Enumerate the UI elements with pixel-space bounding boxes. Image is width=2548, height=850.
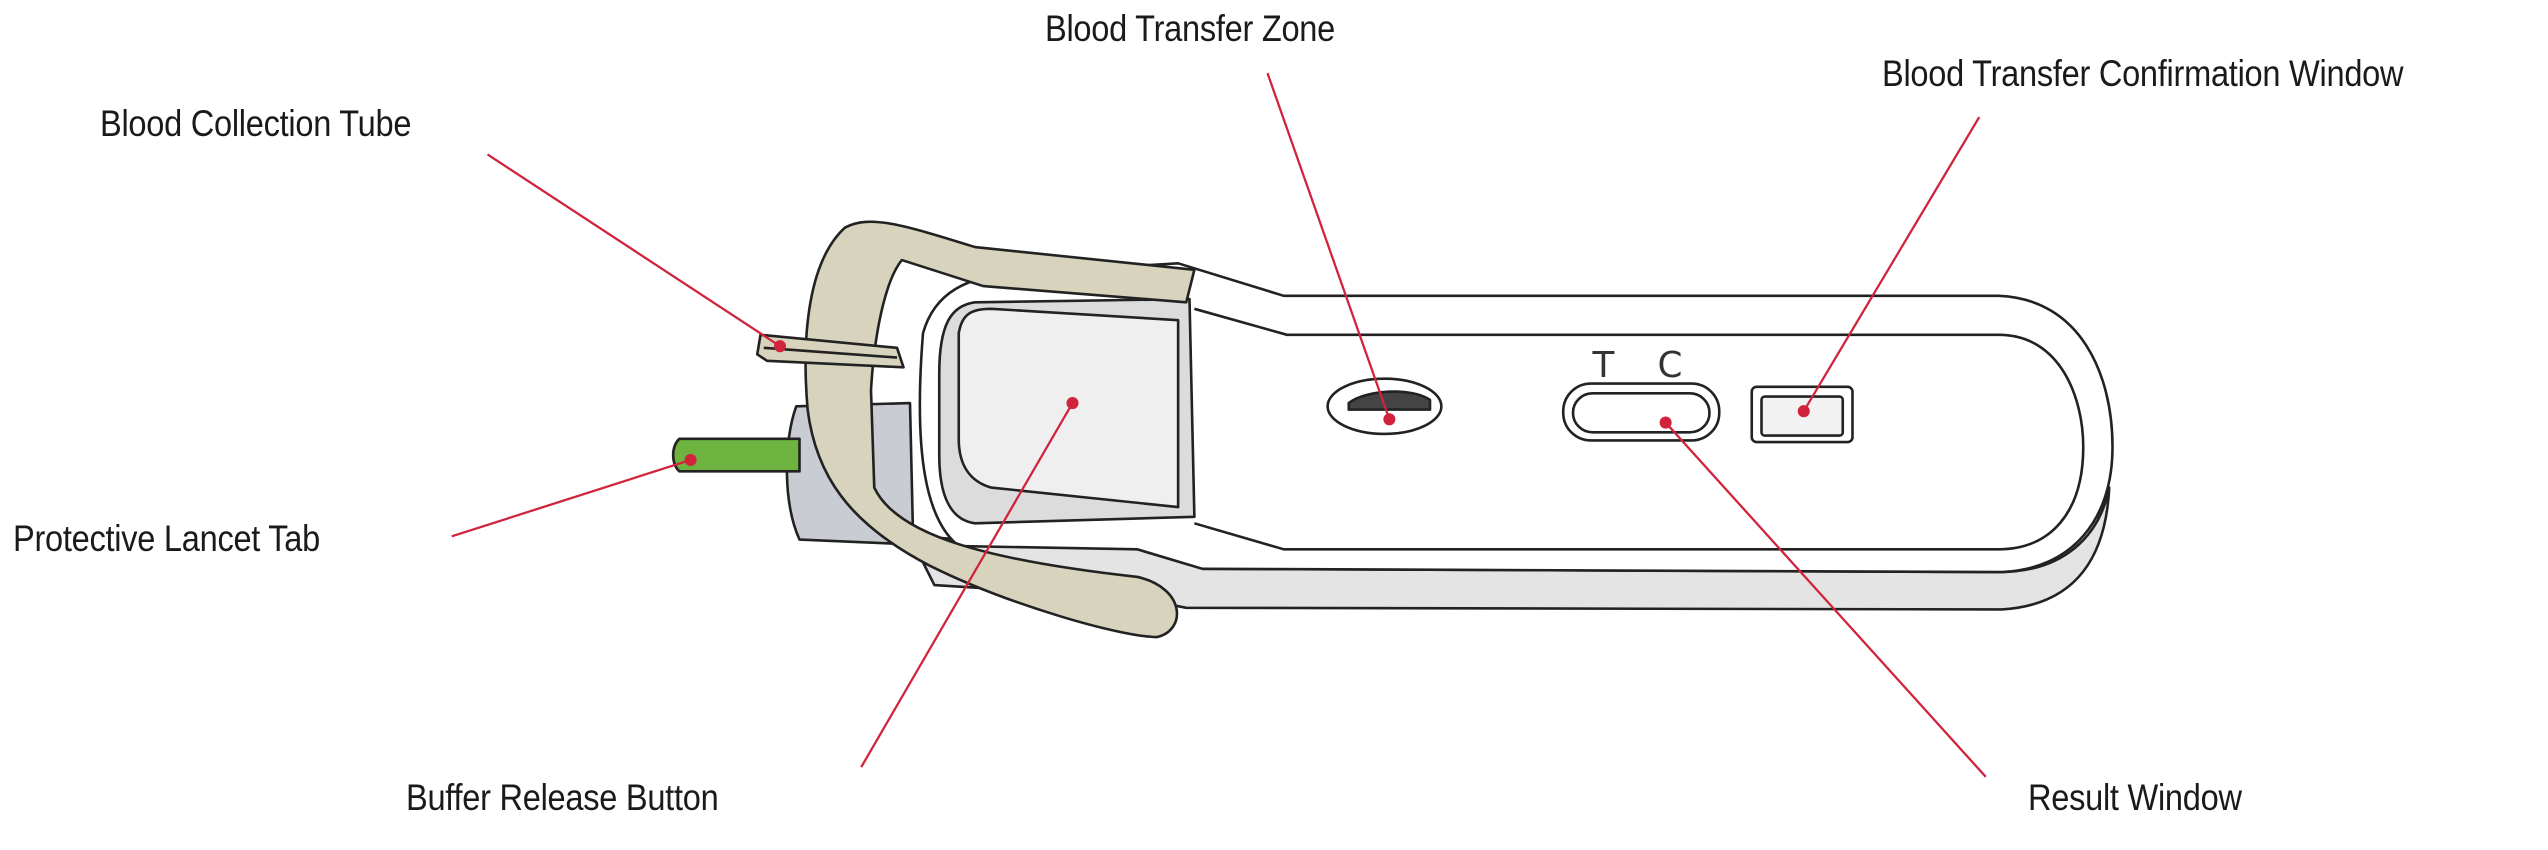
pointer-dot [1659,416,1672,429]
strap [804,220,1196,639]
control-marking: C [1658,345,1683,386]
result-window-inner [1571,392,1711,434]
test-marking: T [1592,345,1615,386]
label-blood-collection-tube: Blood Collection Tube [100,103,412,144]
label-blood-transfer-zone: Blood Transfer Zone [1045,8,1336,49]
pointer-dot [773,340,787,353]
blood-collection-tube [755,333,905,369]
label-result-window: Result Window [2028,777,2242,818]
tube-groove [763,346,898,359]
label-buffer-release-button: Buffer Release Button [406,777,719,818]
label-protective-lancet-tab: Protective Lancet Tab [13,518,320,559]
leader-blood-transfer-zone [1266,72,1391,420]
leader-blood-collection-tube [486,153,781,348]
pointer-dot [1383,413,1396,426]
leader-protective-lancet-tab [451,458,691,538]
leader-result-window [1664,421,1987,778]
pointer-dot [684,453,697,466]
device-top-face [1194,307,2085,551]
blood-transfer-slot [1347,390,1432,411]
leader-confirmation-window [1802,116,1981,412]
protective-lancet-tab [671,437,801,473]
leader-buffer-release-button [860,402,1074,768]
pointer-dot [1066,397,1079,410]
pointer-dot [1797,405,1810,418]
label-blood-transfer-confirmation-window: Blood Transfer Confirmation Window [1882,53,2404,94]
